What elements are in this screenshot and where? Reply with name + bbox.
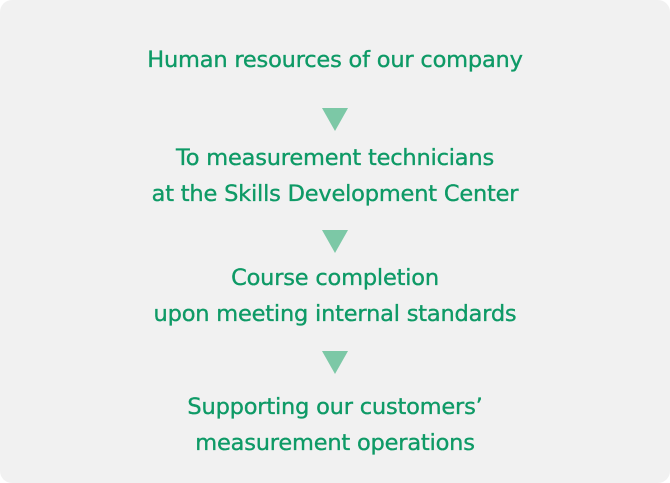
step-2: To measurement technicians at the Skills…: [0, 140, 670, 212]
step-4-line-1: Supporting our customers’: [187, 394, 483, 420]
step-3-line-1: Course completion: [231, 265, 439, 291]
step-2-line-1: To measurement technicians: [176, 145, 495, 171]
step-1-line-1: Human resources of our company: [147, 47, 523, 73]
step-3: Course completion upon meeting internal …: [0, 260, 670, 332]
step-2-line-2: at the Skills Development Center: [151, 181, 519, 207]
down-arrow-icon: [322, 351, 348, 374]
down-arrow-icon: [322, 108, 348, 131]
step-3-line-2: upon meeting internal standards: [153, 301, 517, 327]
step-4-line-2: measurement operations: [195, 430, 475, 456]
down-arrow-icon: [322, 230, 348, 253]
step-4: Supporting our customers’ measurement op…: [0, 389, 670, 461]
step-1: Human resources of our company: [0, 42, 670, 78]
